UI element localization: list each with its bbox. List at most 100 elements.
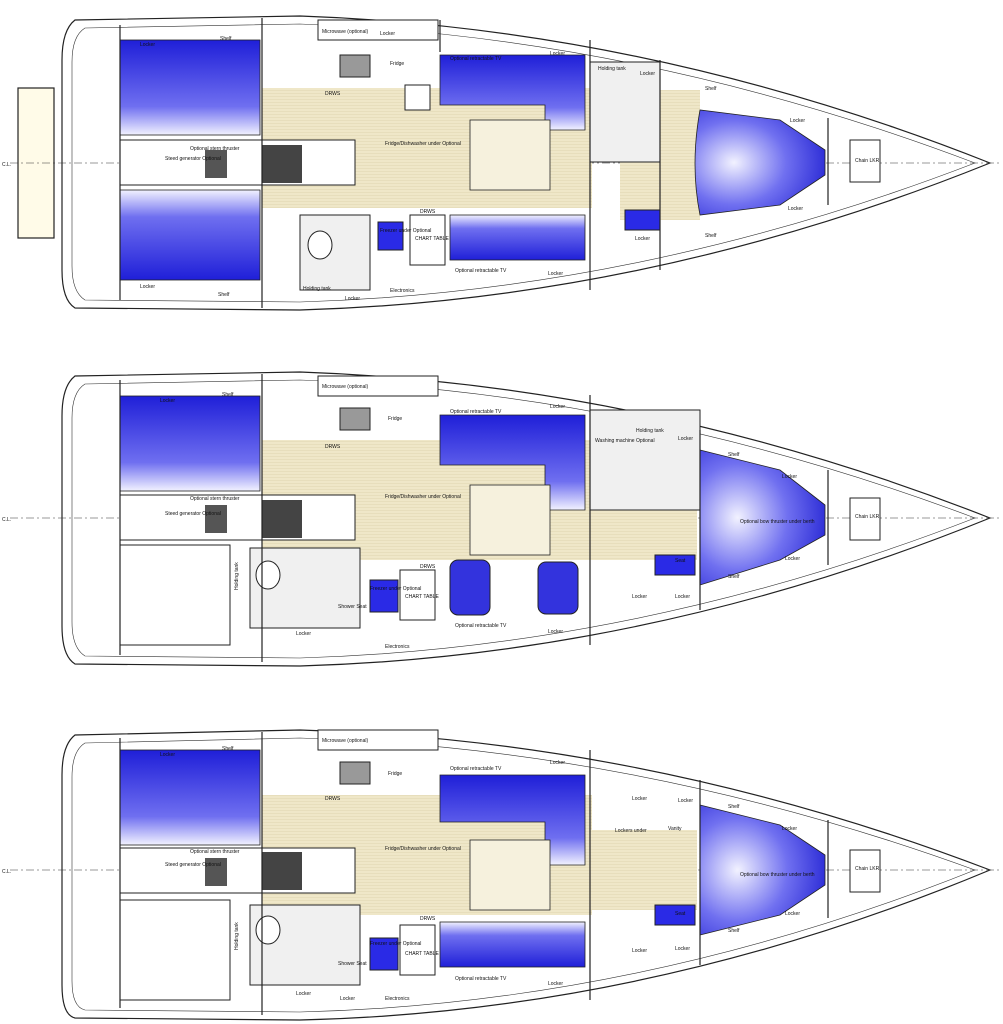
label-electronics-p2: Electronics: [385, 644, 410, 650]
label-chain-lkr: Chain LKR: [855, 158, 880, 164]
label-stern-thruster-p2: Optional stern thruster: [190, 496, 240, 502]
saloon-settee-stbd-3: [439, 921, 586, 968]
label-freezer-p2: Freezer under Optional: [370, 586, 421, 592]
label-locker-p3-head-2: Locker: [340, 996, 355, 1002]
saloon-settee-stbd: [449, 214, 586, 261]
label-drws-p2: DRWS: [325, 444, 341, 450]
aft-cabin-berth-3: [119, 749, 261, 846]
aft-cabin-berth-2: [119, 395, 261, 492]
label-locker-p3-fwd: Locker: [632, 796, 647, 802]
fwd-head: [589, 61, 661, 163]
label-chart-table-p2: CHART TABLE: [405, 594, 439, 600]
layout-plan-3: C.L. Locker Shelf Microwave (optional) O…: [2, 729, 1000, 1021]
label-drws-p3: DRWS: [325, 796, 341, 802]
saloon-table-2: [469, 484, 551, 556]
galley-counter: [317, 19, 439, 41]
aft-toilet-3: [255, 915, 281, 945]
engine-bay-2: [119, 494, 356, 541]
label-locker-p2-fwd-2: Locker: [632, 594, 647, 600]
hull-inner-3: [71, 737, 976, 1013]
label-freezer: Freezer under Optional: [380, 228, 431, 234]
fwd-head-2: [589, 409, 701, 511]
label-drws: DRWS: [325, 91, 341, 97]
label-microwave-p2: Microwave (optional): [322, 384, 368, 390]
label-shelf-p2-fwd: Shelf: [728, 452, 740, 458]
label-locker-saloon: Locker: [550, 51, 565, 57]
label-locker-galley: Locker: [380, 31, 395, 37]
generator-2: [205, 505, 227, 533]
label-shelf-p2: Shelf: [222, 392, 234, 398]
engine: [262, 145, 302, 183]
label-chart-table-p3: CHART TABLE: [405, 951, 439, 957]
galley-sink: [404, 84, 431, 111]
label-stern-thruster-p3: Optional stern thruster: [190, 849, 240, 855]
hull-outline-3: [61, 729, 992, 1021]
freezer-2: [369, 579, 399, 613]
label-locker-p2-bow: Locker: [782, 474, 797, 480]
aft-storage-2: [119, 544, 231, 646]
label-locker-p3-head: Locker: [296, 991, 311, 997]
forward-seat: [624, 209, 661, 231]
hull-outline: [61, 15, 992, 311]
label-fridge-p2: Fridge: [388, 416, 402, 422]
label-locker-stbd: Locker: [548, 271, 563, 277]
forward-floor-3: [592, 830, 697, 910]
label-locker-p2-saloon: Locker: [550, 404, 565, 410]
label-locker-p2-fwd-3: Locker: [675, 594, 690, 600]
aft-cabin-port-berth: [119, 39, 261, 136]
cl-label-3: C.L.: [2, 869, 11, 875]
galley-counter-3: [317, 729, 439, 751]
label-locker-p3-bow-2: Locker: [785, 911, 800, 917]
label-locker-head: Locker: [345, 296, 360, 302]
label-steed-gen: Steed generator Optional: [165, 156, 221, 162]
freezer-3: [369, 937, 399, 971]
aft-toilet: [307, 230, 333, 260]
label-steed-gen-p2: Steed generator Optional: [165, 511, 221, 517]
label-shelf-fwd: Shelf: [705, 86, 717, 92]
label-shelf-p3: Shelf: [222, 746, 234, 752]
forward-cabin-berth-3: [699, 804, 826, 936]
layout-plan-2: C.L. Locker Shelf Microwave (optional) O…: [2, 371, 1000, 667]
label-opt-tv-p2-2: Optional retractable TV: [455, 623, 507, 629]
label-locker-bow-2: Locker: [788, 206, 803, 212]
armchair-1: [449, 559, 491, 616]
hull-inner: [71, 23, 976, 303]
chart-table: [409, 214, 446, 266]
label-locker-fwd: Locker: [640, 71, 655, 77]
label-opt-tv: Optional retractable TV: [450, 56, 502, 62]
engine-bay-3: [119, 847, 356, 894]
cl-label-2: C.L.: [2, 517, 11, 523]
saloon-table: [469, 119, 551, 191]
label-bow-thruster-p3: Optional bow thruster under berth: [740, 872, 815, 878]
label-locker-p3-fwd-2: Locker: [678, 798, 693, 804]
label-shelf: Shelf: [220, 36, 232, 42]
label-holding-tank: Holding tank: [598, 66, 626, 72]
label-shelf-p3-fwd: Shelf: [728, 804, 740, 810]
forward-seat-3: [654, 904, 696, 926]
label-shelf-p2-fwd-2: Shelf: [728, 574, 740, 580]
label-steed-gen-p3: Steed generator Optional: [165, 862, 221, 868]
stove: [339, 54, 371, 78]
label-vanity-p3: Vanity: [668, 826, 682, 832]
label-fridge-p3: Fridge: [388, 771, 402, 777]
label-chart-table: CHART TABLE: [415, 236, 449, 242]
aft-storage-3: [119, 899, 231, 1001]
label-opt-tv-2: Optional retractable TV: [455, 268, 507, 274]
label-freezer-p3: Freezer under Optional: [370, 941, 421, 947]
generator-3: [205, 858, 227, 886]
label-opt-tv-p2: Optional retractable TV: [450, 409, 502, 415]
freezer: [377, 221, 404, 251]
chart-table-3: [399, 924, 436, 976]
label-holding-tank-2: Holding tank: [303, 286, 331, 292]
label-locker-p3-bow: Locker: [782, 826, 797, 832]
galley-counter-2: [317, 375, 439, 397]
label-fridge-dish-p2: Fridge/Dishwasher under Optional: [385, 494, 461, 500]
chain-locker-3: [849, 849, 881, 893]
label-holding-tank-p2-2: Holding tank: [234, 562, 240, 590]
label-chain-lkr-p2: Chain LKR: [855, 514, 880, 520]
cl-label: C.L.: [2, 162, 11, 168]
stove-3: [339, 761, 371, 785]
forward-cabin-berth: [694, 109, 826, 216]
label-microwave-p3: Microwave (optional): [322, 738, 368, 744]
